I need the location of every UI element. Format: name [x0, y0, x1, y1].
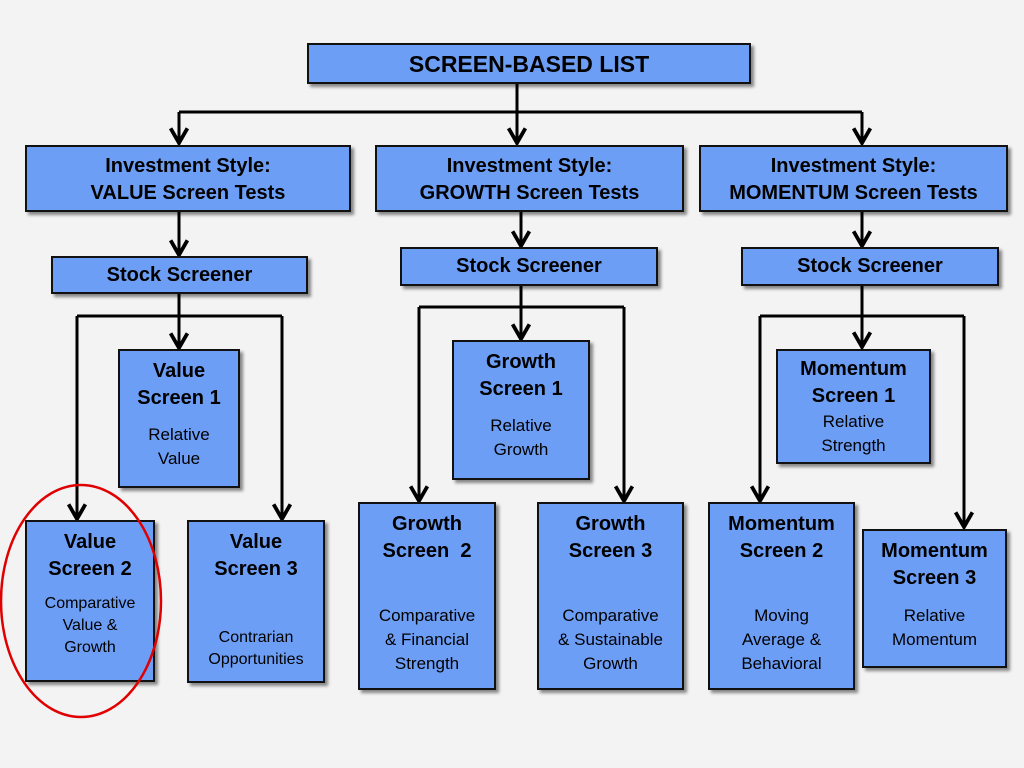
- style-value-line2: VALUE Screen Tests: [90, 182, 286, 204]
- growth-screen-3: Growth Screen 3 Comparative & Sustainabl…: [537, 502, 684, 690]
- momentum-screen-1: Momentum Screen 1 Relative Strength: [776, 349, 931, 464]
- momentum-screen-3-desc-1: Relative: [903, 606, 966, 625]
- momentum-screen-2-desc-2: Average &: [741, 630, 822, 649]
- growth-screen-1-desc-1: Relative: [490, 416, 552, 435]
- momentum-screen-2-desc-1: Moving: [754, 606, 809, 625]
- value-screen-2-desc-1: Comparative: [44, 595, 136, 612]
- screener-node-momentum: Stock Screener: [741, 247, 999, 286]
- style-value-line1: Investment Style:: [105, 155, 271, 177]
- growth-screen-1-desc-2: Growth: [493, 440, 549, 459]
- growth-screen-2: Growth Screen 2 Comparative & Financial …: [358, 502, 496, 690]
- value-screen-2: Value Screen 2 Comparative Value & Growt…: [25, 520, 155, 682]
- style-node-growth: Investment Style: GROWTH Screen Tests: [375, 145, 684, 212]
- momentum-screen-1-title: Momentum: [800, 358, 907, 380]
- root-node: SCREEN-BASED LIST: [307, 43, 751, 84]
- value-screen-2-title: Value: [63, 531, 117, 553]
- momentum-screen-3-title: Momentum: [881, 540, 988, 562]
- screener-value-label: Stock Screener: [106, 264, 253, 286]
- momentum-screen-3-subtitle: Screen 3: [892, 567, 977, 589]
- momentum-screen-3: Momentum Screen 3 Relative Momentum: [862, 529, 1007, 668]
- growth-screen-3-desc-3: Growth: [583, 654, 638, 673]
- growth-screen-2-desc-2: & Financial: [384, 630, 470, 649]
- growth-screen-1: Growth Screen 1 Relative Growth: [452, 340, 590, 480]
- growth-screen-2-desc-3: Strength: [394, 654, 460, 673]
- value-screen-1-subtitle: Screen 1: [137, 387, 221, 409]
- value-screen-1-desc-1: Relative: [148, 425, 210, 444]
- style-node-value: Investment Style: VALUE Screen Tests: [25, 145, 351, 212]
- style-growth-line1: Investment Style:: [446, 155, 613, 177]
- screener-growth-label: Stock Screener: [456, 255, 602, 277]
- value-screen-2-desc-2: Value &: [62, 617, 118, 634]
- value-screen-2-subtitle: Screen 2: [48, 558, 132, 580]
- screener-node-growth: Stock Screener: [400, 247, 658, 286]
- momentum-screen-2-subtitle: Screen 2: [739, 540, 824, 562]
- style-node-momentum: Investment Style: MOMENTUM Screen Tests: [699, 145, 1008, 212]
- value-screen-3-subtitle: Screen 3: [214, 558, 298, 580]
- momentum-screen-3-desc-2: Momentum: [891, 630, 978, 649]
- value-screen-1-desc-2: Value: [157, 449, 201, 468]
- value-screen-3-desc-1: Contrarian: [218, 629, 294, 646]
- growth-screen-3-subtitle: Screen 3: [568, 540, 653, 562]
- screener-momentum-label: Stock Screener: [797, 255, 943, 277]
- style-growth-line2: GROWTH Screen Tests: [419, 182, 640, 204]
- value-screen-1: Value Screen 1 Relative Value: [118, 349, 240, 488]
- value-screen-3-desc-2: Opportunities: [208, 651, 304, 668]
- growth-screen-3-title: Growth: [575, 513, 646, 535]
- screener-node-value: Stock Screener: [51, 256, 308, 294]
- growth-screen-2-title: Growth: [392, 513, 462, 535]
- momentum-screen-1-desc-1: Relative: [822, 412, 885, 431]
- growth-screen-1-subtitle: Screen 1: [479, 378, 563, 400]
- value-screen-2-desc-3: Growth: [64, 639, 116, 656]
- momentum-screen-2-title: Momentum: [728, 513, 835, 535]
- growth-screen-2-subtitle: Screen 2: [382, 540, 472, 562]
- style-momentum-line2: MOMENTUM Screen Tests: [729, 182, 978, 204]
- value-screen-3-title: Value: [229, 531, 283, 553]
- value-screen-1-title: Value: [152, 360, 206, 382]
- root-label: SCREEN-BASED LIST: [408, 51, 650, 77]
- growth-screen-3-desc-2: & Sustainable: [558, 630, 663, 649]
- momentum-screen-1-subtitle: Screen 1: [811, 385, 896, 407]
- growth-screen-3-desc-1: Comparative: [562, 606, 659, 625]
- growth-screen-2-desc-1: Comparative: [378, 606, 476, 625]
- momentum-screen-1-desc-2: Strength: [821, 436, 886, 455]
- momentum-screen-2-desc-3: Behavioral: [741, 654, 822, 673]
- growth-screen-1-title: Growth: [486, 351, 556, 373]
- style-momentum-line1: Investment Style:: [770, 155, 937, 177]
- value-screen-3: Value Screen 3 Contrarian Opportunities: [187, 520, 325, 683]
- momentum-screen-2: Momentum Screen 2 Moving Average & Behav…: [708, 502, 855, 690]
